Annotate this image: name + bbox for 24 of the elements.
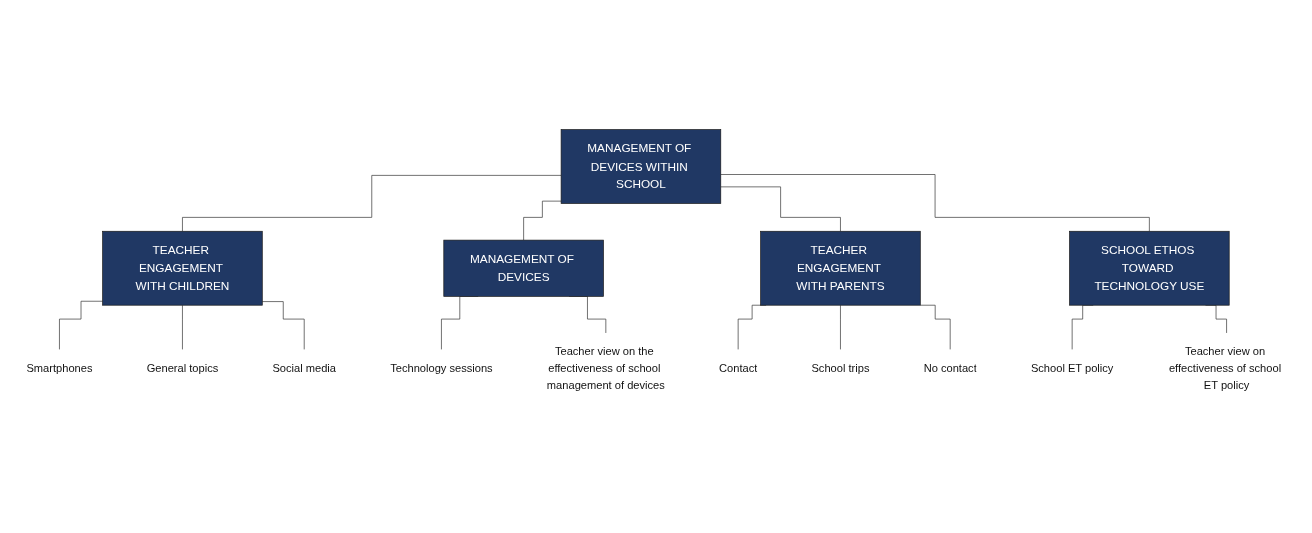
node-text: Technology sessions <box>390 361 493 374</box>
node-text: School trips <box>811 361 870 374</box>
node-text: Teacher view on effectiveness of school ET policy <box>1168 345 1282 391</box>
connector <box>59 300 103 350</box>
connector <box>919 304 951 350</box>
node-text: General topics <box>146 361 219 374</box>
node-box: MANAGEMENT OF DEVICES <box>443 239 604 297</box>
connector <box>523 200 562 241</box>
node-box: SCHOOL ETHOS TOWARD TECHNOLOGY USE <box>1069 230 1230 306</box>
connector <box>182 304 183 350</box>
connector <box>720 186 841 232</box>
connector <box>720 174 1150 232</box>
node-box: MANAGEMENT OF DEVICES WITHIN SCHOOL <box>560 129 722 204</box>
node-box: TEACHER ENGAGEMENT WITH PARENTS <box>760 230 921 306</box>
node-text: Social media <box>272 361 337 374</box>
connector <box>182 174 562 232</box>
node-text: No contact <box>923 361 977 374</box>
node-text: Contact <box>719 361 758 374</box>
connector <box>261 301 305 350</box>
connector <box>840 304 841 350</box>
node-text: Teacher view on the effectiveness of school management of devices <box>546 345 665 391</box>
node-text: School ET policy <box>1030 361 1114 374</box>
node-text: Smartphones <box>26 361 93 374</box>
node-box: TEACHER ENGAGEMENT WITH CHILDREN <box>102 230 263 306</box>
